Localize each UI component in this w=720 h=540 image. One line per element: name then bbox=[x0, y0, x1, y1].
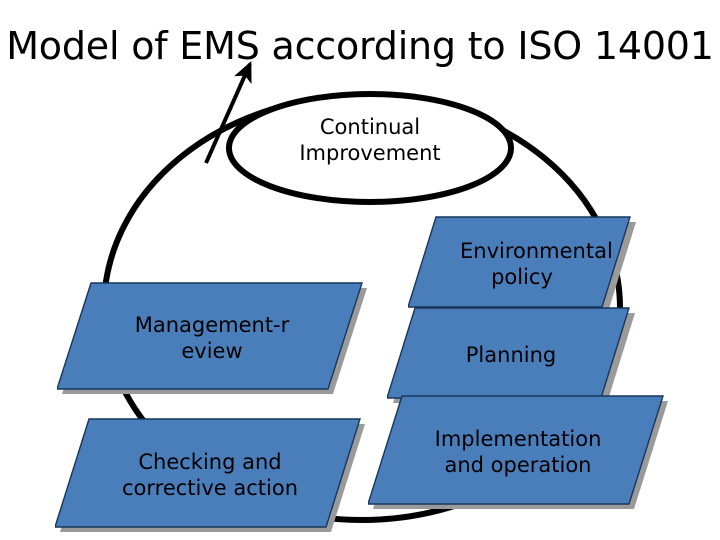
checking-and-corrective-action-shape bbox=[55, 418, 365, 532]
continual-improvement-arrow bbox=[204, 61, 252, 164]
box-management-review[interactable]: Management-r eview bbox=[57, 280, 367, 398]
implementation-and-operation-shape bbox=[368, 395, 668, 509]
continual-improvement-ellipse bbox=[226, 91, 514, 205]
box-implementation-and-operation[interactable]: Implementation and operation bbox=[368, 393, 668, 513]
management-review-shape bbox=[57, 282, 367, 394]
box-planning[interactable]: Planning bbox=[387, 305, 635, 407]
continual-improvement-label: Continual Improvement bbox=[299, 115, 441, 166]
box-environmental-policy[interactable]: Environmental policy bbox=[408, 214, 636, 316]
box-checking-and-corrective-action[interactable]: Checking and corrective action bbox=[55, 416, 365, 536]
planning-shape bbox=[387, 307, 635, 403]
page-title: Model of EMS according to ISO 14001 bbox=[6, 24, 714, 68]
environmental-policy-shape bbox=[408, 216, 636, 312]
